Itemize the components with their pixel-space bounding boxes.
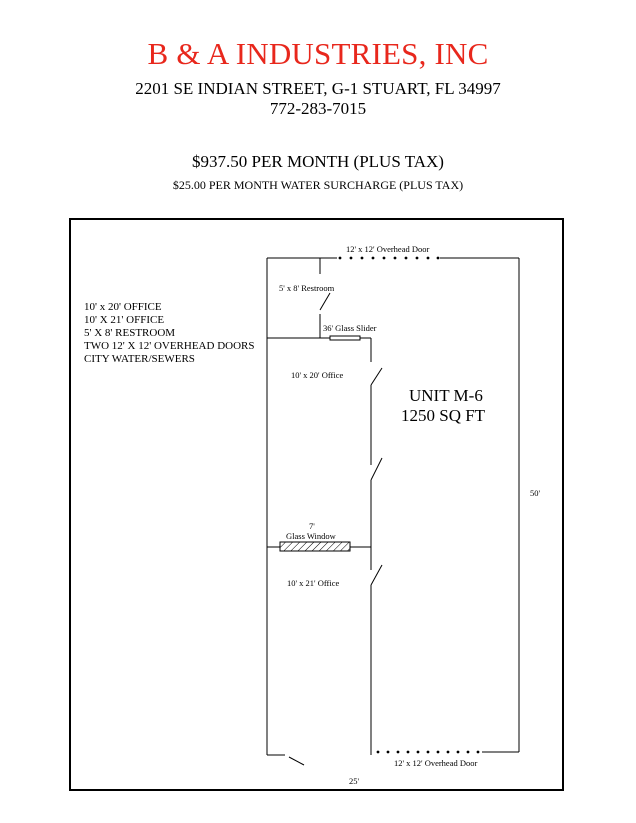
monthly-rent: $937.50 PER MONTH (PLUS TAX) [192,152,444,171]
feature-item: 10' x 20' OFFICE [84,301,162,313]
office-door-swing [370,457,383,481]
feature-item: TWO 12' X 12' OVERHEAD DOORS [84,340,255,352]
glass-window [279,541,351,552]
company-address: 2201 SE INDIAN STREET, G-1 STUART, FL 34… [135,79,501,98]
office-door-swing [370,564,383,586]
office-door-swing [370,367,383,386]
company-phone: 772-283-7015 [269,99,367,118]
height-dimension: 50' [530,488,541,498]
office2-label: 10' x 21' Office [287,578,340,588]
office1-label: 10' x 20' Office [291,370,344,380]
floor-plan-frame [69,218,564,791]
unit-area: 1250 SQ FT [401,406,486,425]
window-size-label: 7' [309,521,315,531]
width-dimension: 25' [349,776,360,786]
feature-item: 5' X 8' RESTROOM [84,327,176,339]
slider-label: 36' Glass Slider [323,323,377,333]
water-surcharge: $25.00 PER MONTH WATER SURCHARGE (PLUS T… [172,178,464,192]
top-door-label: 12' x 12' Overhead Door [346,244,430,254]
feature-item: 10' X 21' OFFICE [84,314,165,326]
glass-slider [329,335,361,341]
company-name: B & A INDUSTRIES, INC [147,36,489,71]
unit-name: UNIT M-6 [409,386,483,405]
restroom-label: 5' x 8' Restroom [279,283,335,293]
window-label: Glass Window [286,531,336,541]
feature-item: CITY WATER/SEWERS [84,353,195,365]
restroom-door-swing [319,292,331,311]
bottom-door-label: 12' x 12' Overhead Door [394,758,478,768]
bottom-door-swing [288,756,305,766]
